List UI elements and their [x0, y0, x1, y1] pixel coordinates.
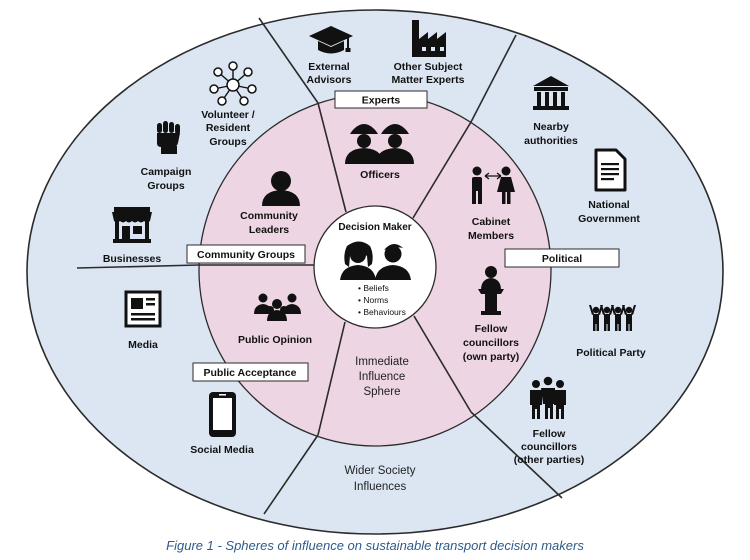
- businesses-label: Businesses: [103, 253, 162, 265]
- svg-text:Experts: Experts: [362, 95, 401, 107]
- community-leaders-label-1: Community: [240, 210, 298, 222]
- decision-maker-circle: [313, 205, 437, 329]
- outer-sphere-label-1: Wider Society: [345, 465, 416, 477]
- media-label: Media: [128, 339, 158, 351]
- inner-dividers: [199, 102, 472, 436]
- man-woman-icon: [472, 166, 515, 204]
- political-party-label: Political Party: [576, 347, 646, 359]
- bullet-behaviours: • Behaviours: [358, 307, 406, 317]
- crowd-icon: [254, 293, 301, 321]
- public-opinion-label: Public Opinion: [238, 334, 312, 346]
- inner-sphere-label-1: Immediate: [355, 356, 409, 368]
- inner-sphere-label-3: Sphere: [363, 386, 400, 398]
- external-advisors-label-2: Advisors: [307, 74, 352, 86]
- cabinet-members-label-2: Members: [468, 230, 514, 242]
- svg-text:Political: Political: [542, 253, 582, 265]
- volunteer-groups-label-2: Resident: [206, 122, 251, 134]
- other-experts-label-1: Other Subject: [394, 61, 463, 73]
- outer-dividers: [76, 17, 563, 515]
- nearby-authorities-label-1: Nearby: [533, 121, 569, 133]
- newspaper-icon: [124, 290, 162, 328]
- volunteer-groups-label-3: Groups: [209, 136, 246, 148]
- bullet-beliefs: • Beliefs: [358, 283, 389, 293]
- svg-text:Public Acceptance: Public Acceptance: [204, 367, 297, 379]
- decision-maker-title: Decision Maker: [338, 222, 411, 233]
- inner-sphere-label-2: Influence: [359, 371, 406, 383]
- fellow-councillors-own-label-1: Fellow: [475, 323, 509, 335]
- hardhat-workers-icon: [345, 124, 414, 164]
- campaign-groups-label-2: Groups: [147, 180, 184, 192]
- person-icon: [262, 171, 300, 206]
- campaign-groups-label-1: Campaign: [141, 166, 192, 178]
- volunteer-groups-label-1: Volunteer /: [201, 109, 255, 121]
- community-leaders-label-2: Leaders: [249, 224, 289, 236]
- community-groups-box: Community Groups: [186, 244, 306, 264]
- bullet-norms: • Norms: [358, 295, 388, 305]
- experts-box: Experts: [334, 90, 428, 109]
- fellow-councillors-other-label-1: Fellow: [533, 428, 567, 440]
- svg-text:Community Groups: Community Groups: [197, 249, 295, 261]
- graduation-cap-icon: [309, 26, 353, 54]
- group-cheering-icon: [589, 305, 636, 331]
- group-people-icon: [530, 376, 566, 419]
- fellow-councillors-own-label-2: councillors: [463, 337, 519, 349]
- raised-fist-icon: [157, 121, 180, 154]
- storefront-icon: [112, 207, 152, 243]
- social-media-label: Social Media: [190, 444, 254, 456]
- fellow-councillors-other-label-2: councillors: [521, 441, 577, 453]
- nearby-authorities-label-2: authorities: [524, 135, 578, 147]
- fellow-councillors-other-label-3: (other parties): [514, 454, 585, 466]
- decision-maker-icon: [340, 241, 411, 280]
- network-icon: [209, 61, 257, 106]
- figure-caption: Figure 1 - Spheres of influence on susta…: [166, 538, 584, 553]
- political-box: Political: [504, 248, 620, 268]
- cabinet-members-label-1: Cabinet: [472, 216, 511, 228]
- outer-sphere-label-2: Influences: [354, 481, 407, 493]
- national-government-label-1: National: [588, 199, 630, 211]
- other-experts-label-2: Matter Experts: [392, 74, 465, 86]
- national-government-label-2: Government: [578, 213, 640, 225]
- government-building-icon: [533, 76, 569, 110]
- document-icon: [594, 148, 627, 192]
- external-advisors-label-1: External: [308, 61, 350, 73]
- podium-speaker-icon: [478, 266, 504, 315]
- fellow-councillors-own-label-3: (own party): [463, 351, 520, 363]
- factory-icon: [412, 20, 446, 57]
- smartphone-icon: [209, 392, 236, 437]
- officers-label: Officers: [360, 169, 400, 181]
- public-acceptance-box: Public Acceptance: [192, 362, 309, 382]
